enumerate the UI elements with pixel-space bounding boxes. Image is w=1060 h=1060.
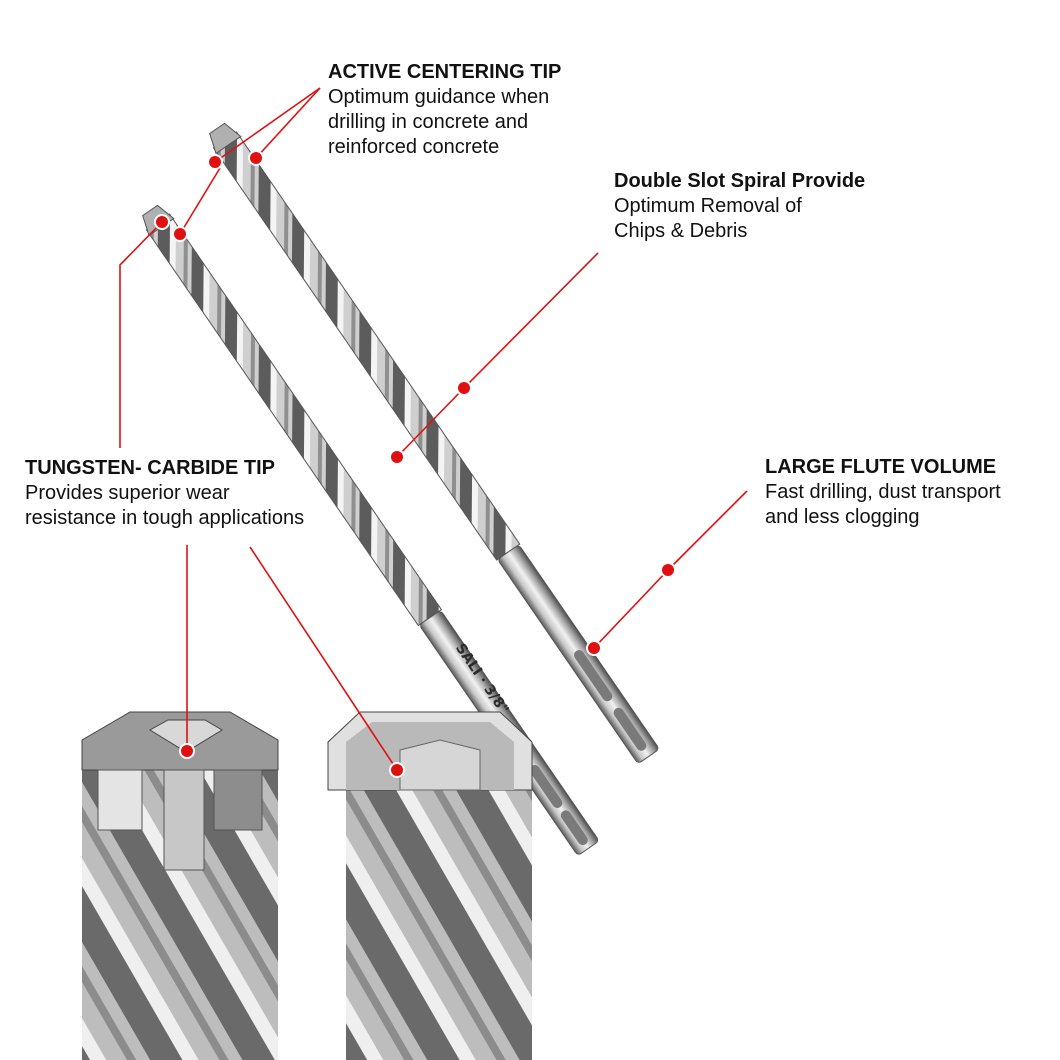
callout-dot bbox=[456, 380, 472, 396]
callout-dot bbox=[389, 449, 405, 465]
leader-line bbox=[214, 87, 321, 163]
callout-active-centering-tip: ACTIVE CENTERING TIP Optimum guidance wh… bbox=[328, 60, 561, 160]
leader-line bbox=[255, 87, 321, 159]
closeup-carbide-tip bbox=[81, 711, 279, 1060]
callout-dot bbox=[586, 640, 602, 656]
callout-title: ACTIVE CENTERING TIP bbox=[328, 61, 562, 83]
leader-line bbox=[593, 569, 669, 649]
leader-lines bbox=[119, 87, 748, 771]
callout-text: reinforced concrete bbox=[328, 136, 500, 158]
leader-line bbox=[179, 167, 221, 235]
leader-line bbox=[396, 387, 465, 458]
callout-large-flute-volume: LARGE FLUTE VOLUME Fast drilling, dust t… bbox=[765, 455, 1001, 530]
callout-text: Optimum Removal of bbox=[614, 195, 802, 217]
callout-dots bbox=[154, 150, 676, 778]
callout-dot bbox=[660, 562, 676, 578]
callout-text: resistance in tough applications bbox=[25, 507, 305, 529]
leader-line bbox=[463, 252, 599, 389]
callout-text: Optimum guidance when bbox=[328, 86, 550, 108]
callout-double-slot-spiral: Double Slot Spiral Provide Optimum Remov… bbox=[614, 169, 865, 244]
closeup-centering-tip bbox=[327, 711, 533, 1060]
leader-line bbox=[249, 546, 398, 771]
callout-title: LARGE FLUTE VOLUME bbox=[765, 456, 997, 478]
callout-title: TUNGSTEN- CARBIDE TIP bbox=[25, 457, 275, 479]
callout-text: drilling in concrete and bbox=[328, 111, 529, 133]
callout-text: and less clogging bbox=[765, 506, 920, 528]
callout-text: Chips & Debris bbox=[614, 220, 748, 242]
callout-text: Provides superior wear bbox=[25, 482, 230, 504]
callout-dot bbox=[154, 214, 170, 230]
callout-title: Double Slot Spiral Provide bbox=[614, 170, 866, 192]
callout-dot bbox=[389, 762, 405, 778]
callout-dot bbox=[179, 743, 195, 759]
leader-line bbox=[119, 221, 163, 448]
callout-text: Fast drilling, dust transport bbox=[765, 481, 1001, 503]
callout-tungsten-carbide-tip: TUNGSTEN- CARBIDE TIP Provides superior … bbox=[25, 456, 304, 531]
callout-dot bbox=[207, 154, 223, 170]
leader-line bbox=[667, 490, 748, 571]
drill-bit-back bbox=[209, 122, 659, 763]
callout-dot bbox=[248, 150, 264, 166]
callout-dot bbox=[172, 226, 188, 242]
